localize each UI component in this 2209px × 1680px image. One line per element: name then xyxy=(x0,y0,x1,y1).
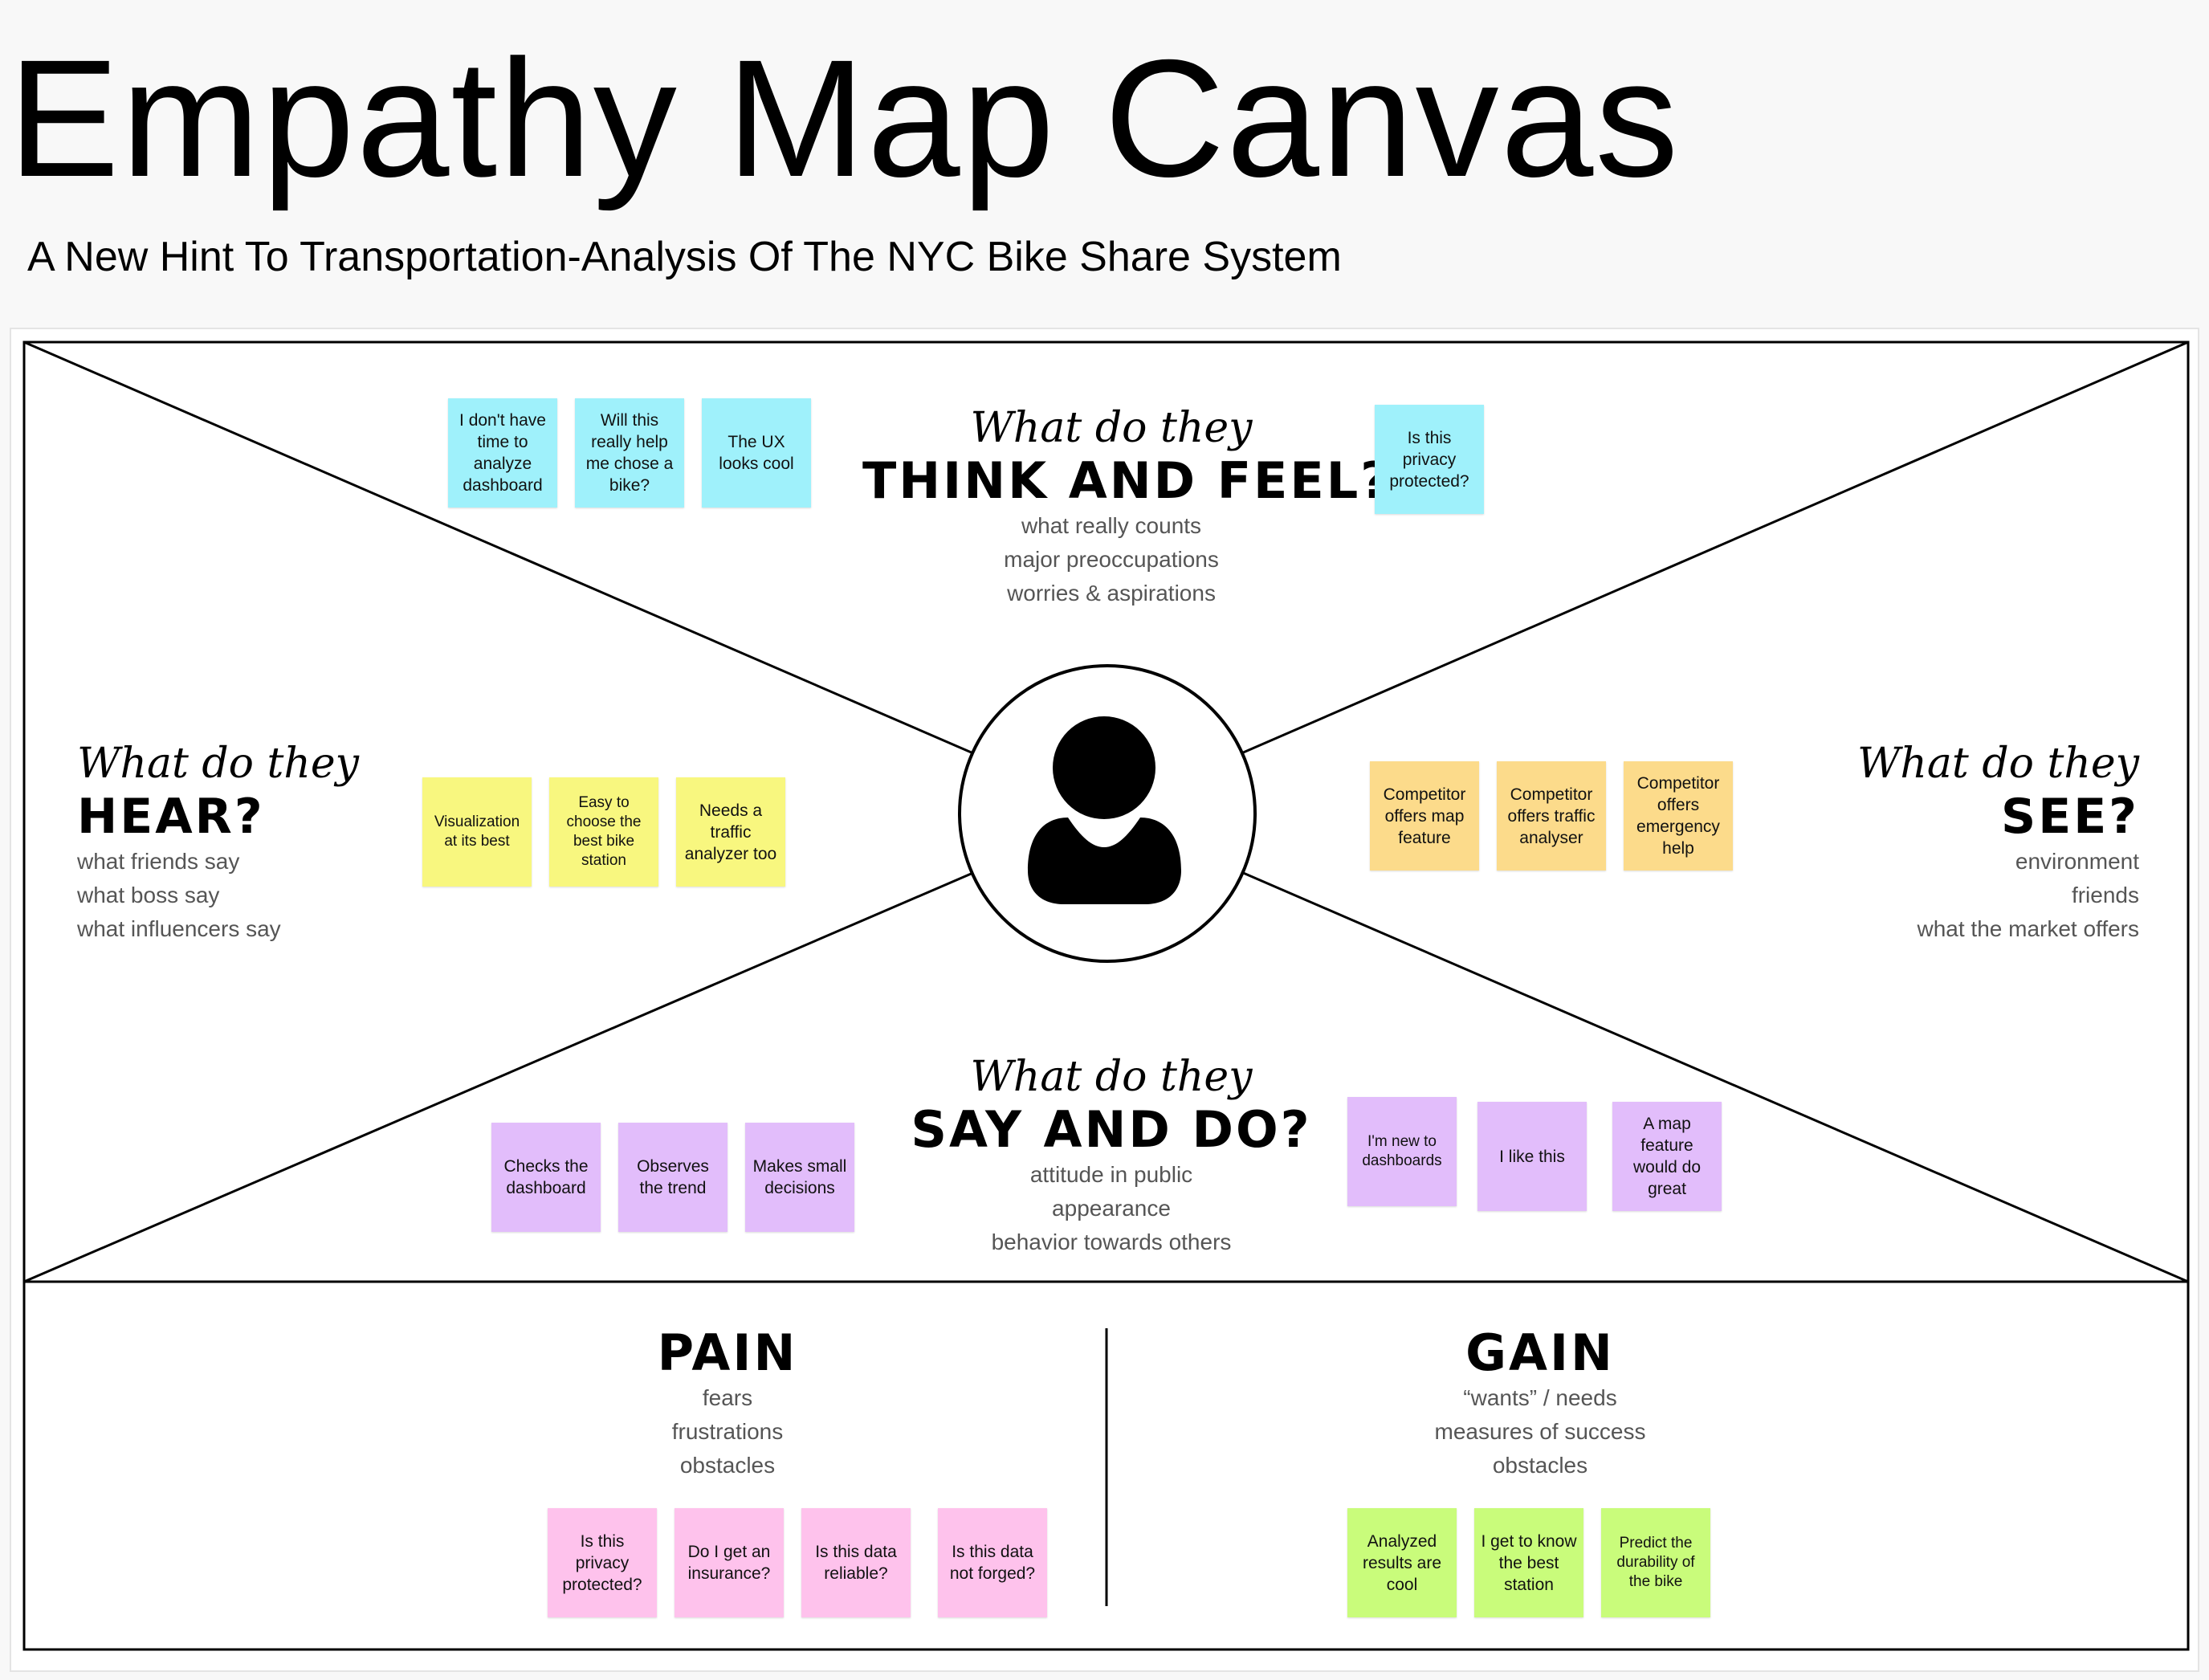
see-heading: SEE? xyxy=(2001,789,2139,845)
sticky-note[interactable]: I'm new to dashboards xyxy=(1347,1097,1457,1206)
see-line: friends xyxy=(2071,883,2139,907)
sticky-note[interactable]: Do I get an insurance? xyxy=(675,1508,784,1617)
gain-line: obstacles xyxy=(1492,1453,1588,1478)
pain-heading: PAIN xyxy=(657,1323,798,1382)
gain-heading: GAIN xyxy=(1465,1323,1615,1382)
sticky-note[interactable]: Competitor offers traffic analyser xyxy=(1497,761,1606,871)
sticky-note[interactable]: Is this privacy protected? xyxy=(548,1508,657,1617)
sticky-note[interactable]: Needs a traffic analyzer too xyxy=(676,777,785,887)
sticky-note[interactable]: Checks the dashboard xyxy=(491,1123,601,1232)
gain-line: “wants” / needs xyxy=(1463,1385,1617,1410)
sticky-note[interactable]: Makes small decisions xyxy=(745,1123,854,1232)
sticky-note[interactable]: Is this data reliable? xyxy=(801,1508,911,1617)
sticky-note[interactable]: Predict the durability of the bike xyxy=(1601,1508,1710,1617)
hear-heading: HEAR? xyxy=(77,789,265,845)
empathy-map-board: What do they THINK AND FEEL? what really… xyxy=(10,328,2199,1672)
see-line: what the market offers xyxy=(1917,916,2140,941)
think-feel-section: What do they THINK AND FEEL? what really… xyxy=(862,403,1392,610)
say-do-line: behavior towards others xyxy=(991,1229,1232,1254)
sticky-note[interactable]: Visualization at its best xyxy=(422,777,532,887)
diagonal-bottom-right xyxy=(1241,871,2189,1283)
sticky-note[interactable]: I like this xyxy=(1477,1102,1587,1211)
think-feel-line: major preoccupations xyxy=(1004,547,1219,572)
sticky-note[interactable]: The UX looks cool xyxy=(702,398,811,508)
think-feel-line: what really counts xyxy=(1021,513,1202,538)
sticky-note[interactable]: Will this really help me chose a bike? xyxy=(575,398,684,508)
see-script: What do they xyxy=(1856,740,2139,788)
say-do-line: attitude in public xyxy=(1029,1162,1193,1187)
user-avatar-icon xyxy=(1028,716,1181,904)
sticky-note[interactable]: Easy to choose the best bike station xyxy=(549,777,658,887)
think-feel-script: What do they xyxy=(970,404,1253,452)
hear-line: what influencers say xyxy=(77,916,281,941)
sticky-note[interactable]: Competitor offers map feature xyxy=(1370,761,1479,871)
page-title: Empathy Map Canvas xyxy=(8,26,1681,212)
hear-section: What do they HEAR? what friends say what… xyxy=(77,739,359,946)
sticky-note[interactable]: Is this privacy protected? xyxy=(1375,405,1484,514)
sticky-note[interactable]: Is this data not forged? xyxy=(938,1508,1047,1617)
say-do-section: What do they SAY AND DO? attitude in pub… xyxy=(862,1052,1360,1259)
map-frame xyxy=(22,340,2190,1651)
pain-section: PAIN fears frustrations obstacles xyxy=(567,1325,888,1482)
sticky-note[interactable]: I get to know the best station xyxy=(1474,1508,1583,1617)
sticky-note[interactable]: Observes the trend xyxy=(618,1123,728,1232)
sticky-note[interactable]: Competitor offers emergency help xyxy=(1624,761,1733,871)
pain-line: frustrations xyxy=(671,1419,784,1444)
hear-line: what friends say xyxy=(77,849,240,874)
page-subtitle: A New Hint To Transportation-Analysis Of… xyxy=(27,234,1342,280)
sticky-note[interactable]: A map feature would do great xyxy=(1612,1102,1722,1211)
diagonal-top-right xyxy=(1241,340,2189,755)
sticky-note[interactable]: Analyzed results are cool xyxy=(1347,1508,1457,1617)
see-line: environment xyxy=(2015,849,2139,874)
gain-line: measures of success xyxy=(1434,1419,1646,1444)
sticky-note[interactable]: I don't have time to analyze dashboard xyxy=(448,398,557,508)
say-do-script: What do they xyxy=(970,1053,1253,1101)
map-grid-lines xyxy=(22,340,2190,1651)
hear-script: What do they xyxy=(77,740,360,788)
diagonal-top-left xyxy=(23,340,974,755)
think-feel-heading: THINK AND FEEL? xyxy=(862,451,1392,510)
say-do-line: appearance xyxy=(1052,1196,1171,1221)
see-section: What do they SEE? environment friends wh… xyxy=(1786,739,2139,946)
hear-line: what boss say xyxy=(77,883,220,907)
pain-line: fears xyxy=(702,1385,753,1410)
diagonal-bottom-left xyxy=(23,871,976,1283)
gain-section: GAIN “wants” / needs measures of success… xyxy=(1339,1325,1741,1482)
say-do-heading: SAY AND DO? xyxy=(911,1100,1312,1159)
think-feel-line: worries & aspirations xyxy=(1007,581,1216,606)
pain-line: obstacles xyxy=(679,1453,776,1478)
